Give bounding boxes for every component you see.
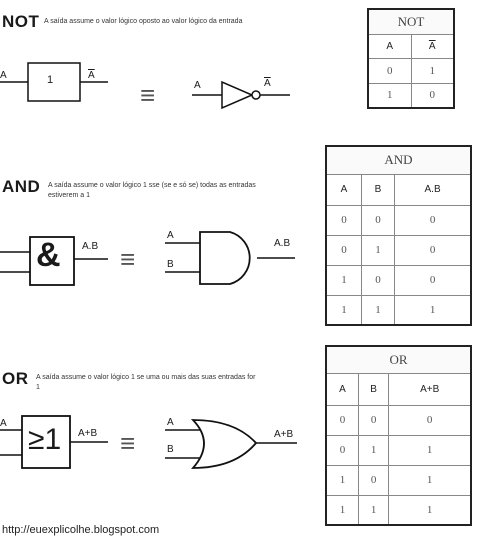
and-table-header-a: A (325, 173, 362, 206)
or-table-header-b: B (357, 372, 390, 406)
not-block-symbol (0, 62, 108, 102)
not-description: A saída assume o valor lógico oposto ao … (44, 18, 243, 25)
table-cell: 0 (325, 204, 362, 236)
not-table-header-a: A (367, 33, 412, 59)
table-cell: 0 (394, 204, 472, 236)
and-gate-input-a-label: A (167, 230, 174, 241)
and-table-header-b: B (360, 173, 396, 206)
and-gate-input-b-label: B (167, 259, 174, 270)
table-cell: 1 (357, 434, 390, 466)
or-gate-output-label: A+B (274, 429, 294, 440)
or-block-input-label: A (0, 418, 7, 429)
and-description: A saída assume o valor lógico 1 sse (se … (48, 182, 256, 199)
not-block-symbol-text: 1 (47, 74, 54, 86)
and-gate-symbol (165, 231, 295, 285)
table-cell: 0 (394, 264, 472, 296)
or-gate-input-a-label: A (167, 417, 174, 428)
table-cell: 1 (325, 264, 362, 296)
table-cell: 1 (357, 494, 390, 526)
table-cell: 1 (388, 494, 472, 526)
or-equivalence: ≡ (120, 428, 136, 458)
table-cell: 1 (394, 294, 472, 326)
or-gate-symbol (165, 419, 297, 469)
or-block-output-label: A+B (78, 428, 98, 439)
not-table-title: NOT (367, 8, 455, 35)
table-cell: 0 (325, 234, 362, 266)
table-cell: 0 (325, 434, 359, 466)
not-gate-output-label: A (264, 78, 271, 89)
not-gate-input-label: A (194, 80, 201, 91)
footer-url[interactable]: http://euexplicolhe.blogspot.com (2, 524, 160, 536)
not-block-output-label: A (88, 70, 95, 81)
table-cell: 1 (388, 434, 472, 466)
table-cell: 1 (367, 82, 412, 109)
or-description: A saída assume o valor lógico 1 se uma o… (36, 374, 256, 391)
table-cell: 1 (388, 464, 472, 496)
table-cell: 1 (325, 294, 362, 326)
and-table-header-output: A.B (394, 173, 472, 206)
or-table-header-output: A+B (388, 372, 472, 406)
table-cell: 1 (360, 234, 396, 266)
table-cell: 0 (325, 404, 359, 436)
and-equivalence: ≡ (120, 244, 136, 274)
not-equivalence: ≡ (140, 80, 156, 110)
and-block-symbol-text: & (36, 236, 61, 274)
table-cell: 1 (325, 464, 359, 496)
table-cell: 0 (410, 82, 455, 109)
not-truth-table: NOT A A 0 1 1 0 (367, 8, 455, 109)
or-gate-input-b-label: B (167, 444, 174, 455)
or-block-symbol-text: ≥1 (28, 423, 62, 456)
table-cell: 0 (360, 264, 396, 296)
table-cell: 1 (410, 57, 455, 84)
table-cell: 0 (367, 57, 412, 84)
not-block-input-label: A (0, 70, 7, 81)
or-title: OR (2, 369, 29, 388)
not-table-header-not-a: A (410, 33, 455, 59)
and-block-symbol (0, 236, 108, 286)
table-cell: 1 (360, 294, 396, 326)
and-block-output-label: A.B (82, 241, 99, 252)
or-table-header-a: A (325, 372, 359, 406)
and-table-title: AND (325, 145, 472, 175)
and-gate-output-label: A.B (274, 238, 291, 249)
and-title: AND (2, 177, 41, 196)
table-cell: 1 (325, 494, 359, 526)
table-cell: 0 (357, 464, 390, 496)
table-cell: 0 (388, 404, 472, 436)
not-title: NOT (2, 12, 40, 31)
or-truth-table: OR A B A+B 0 0 0 0 1 1 1 0 1 1 1 1 (325, 345, 472, 526)
or-block-symbol (0, 415, 108, 469)
table-cell: 0 (357, 404, 390, 436)
or-table-title: OR (325, 345, 472, 374)
and-truth-table: AND A B A.B 0 0 0 0 1 0 1 0 0 1 1 1 (325, 145, 472, 326)
table-cell: 0 (360, 204, 396, 236)
not-gate-symbol (192, 80, 290, 110)
table-cell: 0 (394, 234, 472, 266)
